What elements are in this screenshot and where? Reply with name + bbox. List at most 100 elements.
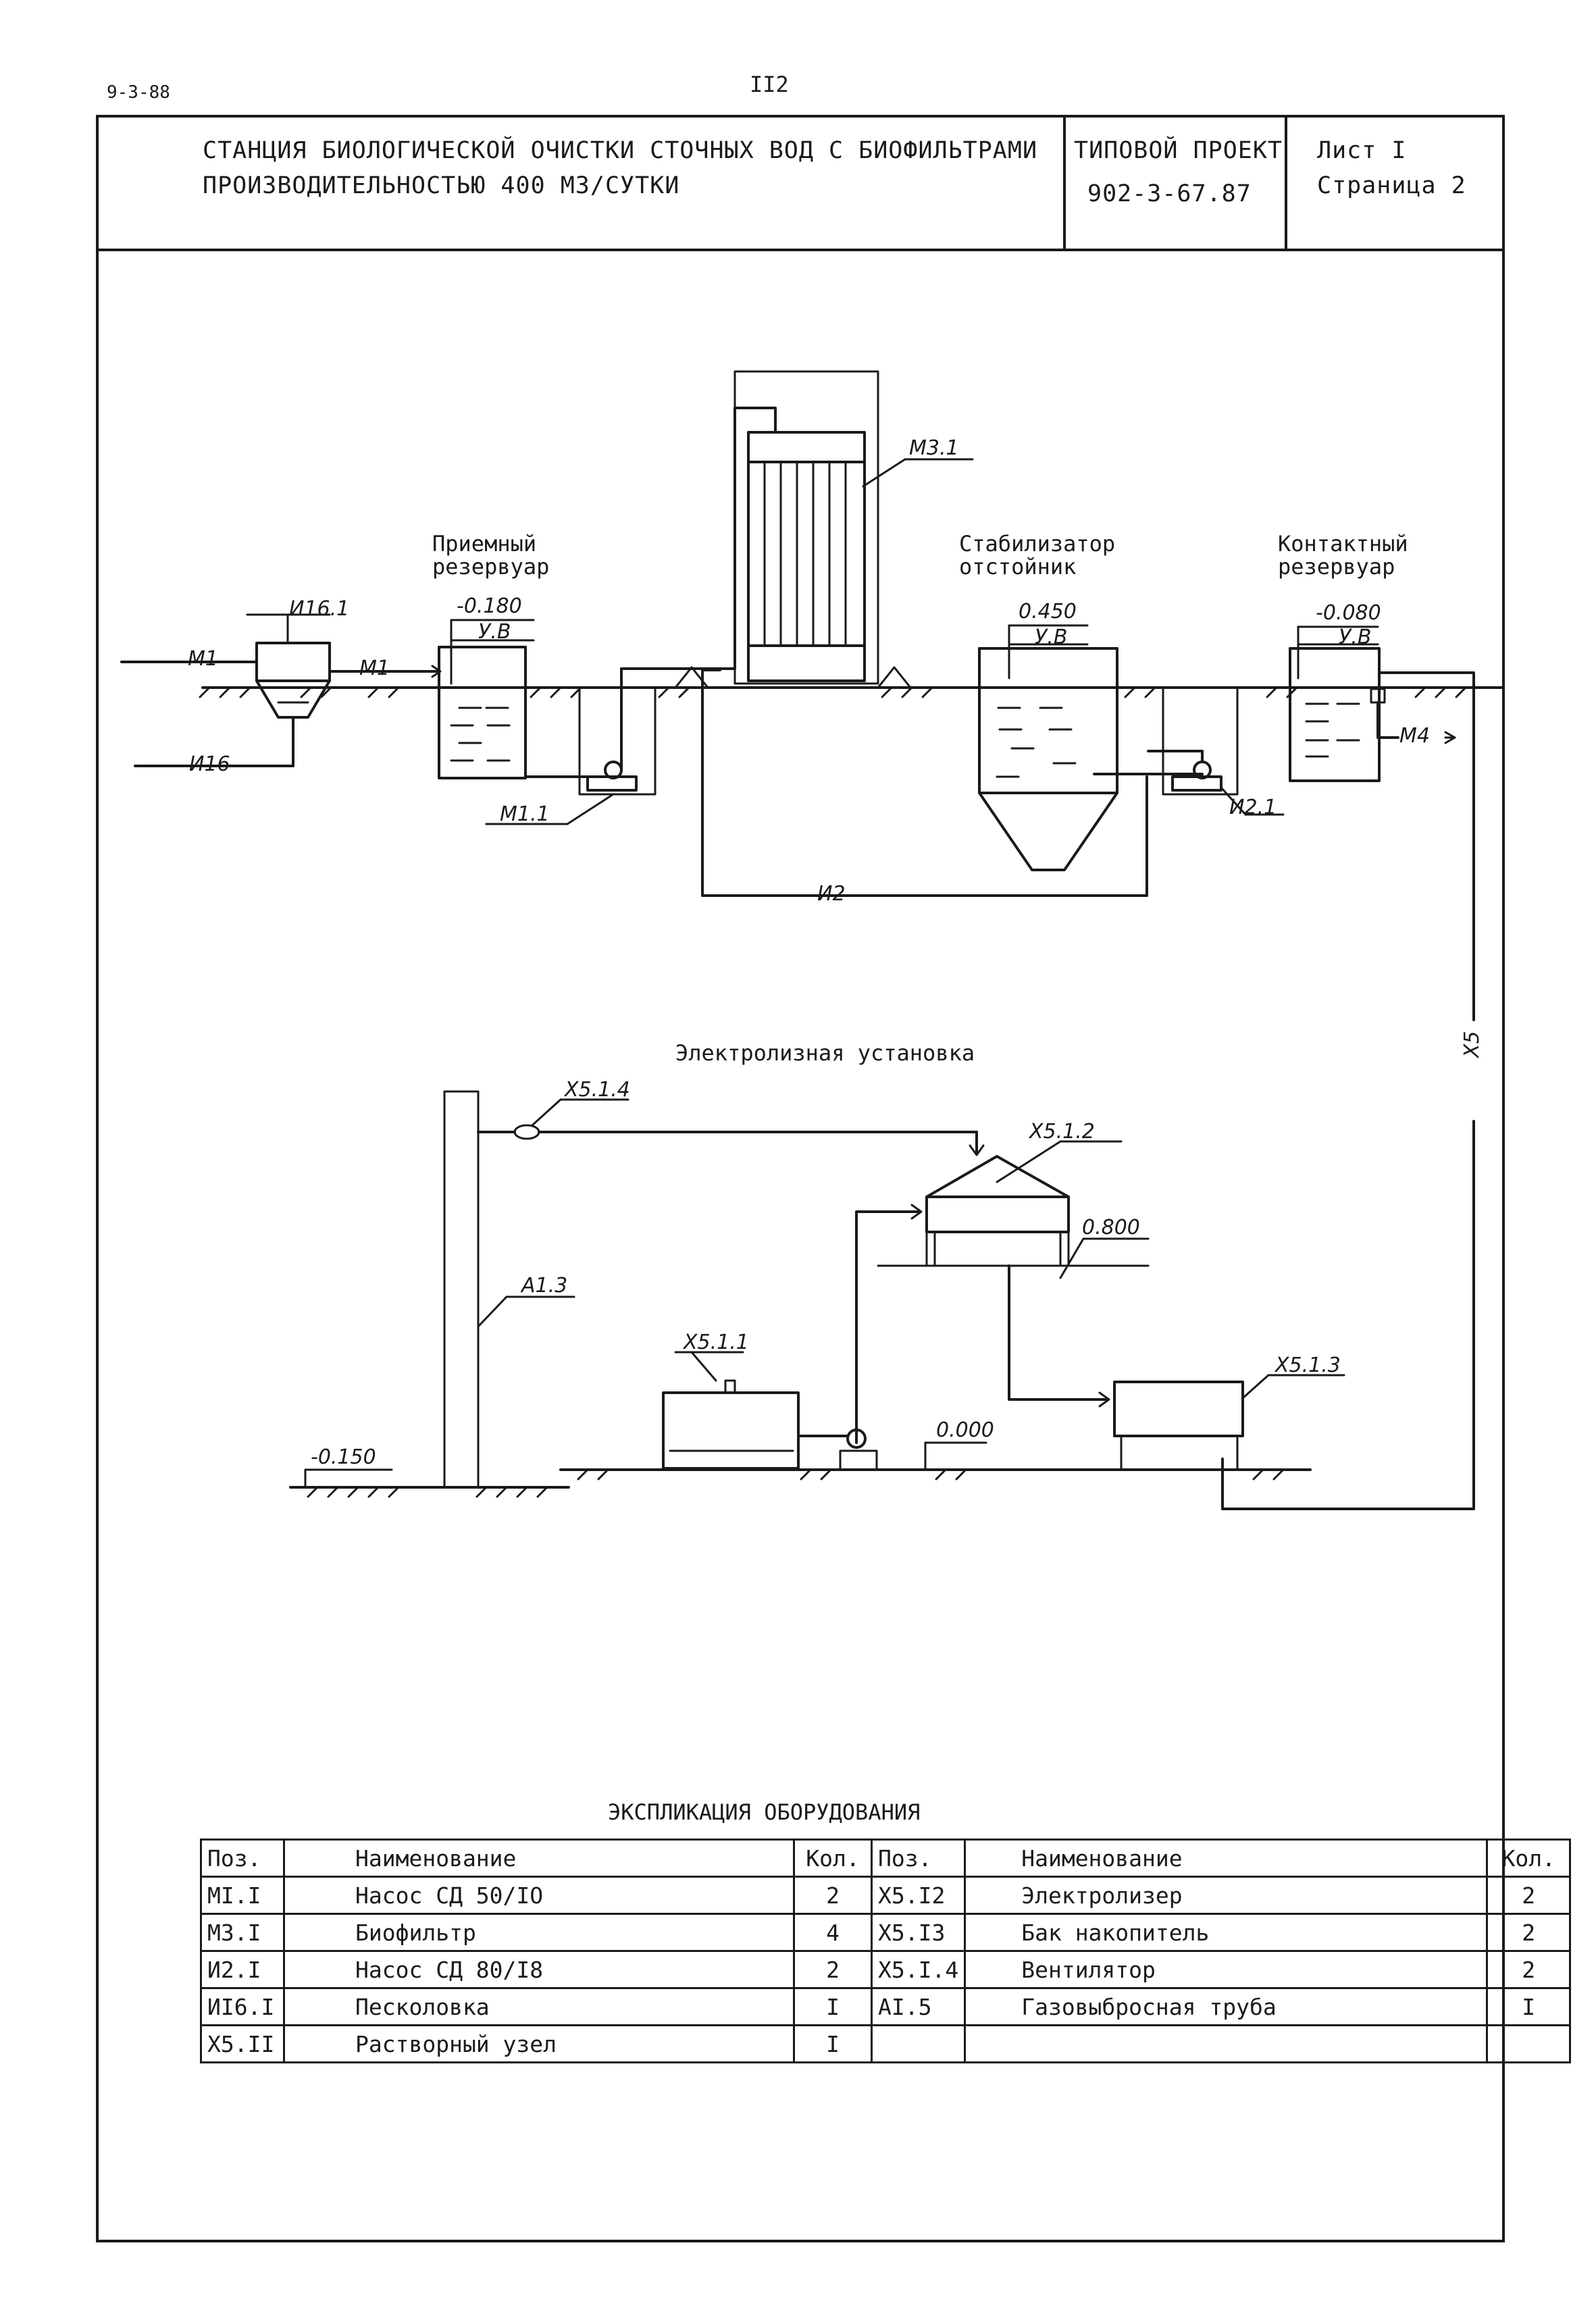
contact-tank-name-2: резервуар [1278, 554, 1395, 580]
cell-qty: 2 [793, 1876, 873, 1915]
contact-tank-level: -0.080 [1316, 601, 1381, 625]
cell-name: Песколовка [283, 1987, 795, 2026]
pump-m1-1-symbol [485, 667, 736, 825]
stabilizer-level: 0.450 [1019, 600, 1077, 623]
receiving-tank-name-1: Приемный [432, 531, 537, 557]
electrolysis-title: Электролизная установка [675, 1040, 975, 1066]
level-0800: 0.800 [1082, 1216, 1140, 1239]
biofilter-symbol [674, 370, 974, 689]
cell-name: Газовыбросная труба [964, 1987, 1489, 2026]
cell-pos: Х5.I.4 [870, 1950, 967, 1989]
receiving-tank-name-2: резервуар [432, 554, 550, 580]
contact-tank-water-mark: У.В [1339, 625, 1372, 649]
document-code: 9-3-88 [107, 82, 170, 103]
stabilizer-tank-symbol [978, 624, 1118, 871]
title-line-2: ПРОИЗВОДИТЕЛЬНОСТЬЮ 400 М3/СУТКИ [203, 172, 680, 199]
tag-i16-line: И16 [189, 752, 230, 776]
cell-name [964, 2024, 1489, 2063]
stabilizer-water-mark: У.В [1035, 625, 1068, 649]
cell-qty: 2 [1486, 1950, 1572, 1989]
x5-disinfection-pipe [1221, 1120, 1475, 1510]
cell-name: Насос СД 80/I8 [283, 1950, 795, 1989]
title-block-bottom-line [96, 249, 1505, 251]
header-pos-2: Поз. [870, 1839, 967, 1878]
stabilizer-name-2: отстойник [959, 554, 1077, 580]
header-name-2: Наименование [964, 1839, 1489, 1878]
header-qty-2: Кол. [1486, 1839, 1572, 1878]
table-row: Х5.II Растворный узел I [200, 2024, 1572, 2063]
title-block-divider-1 [1063, 115, 1066, 250]
electrolyzer-symbol [855, 1140, 1150, 1444]
cell-pos: Х5.I3 [870, 1913, 967, 1952]
tag-m1-middle: М1 [359, 657, 390, 680]
stabilizer-name-1: Стабилизатор [959, 531, 1116, 557]
title-block-divider-2 [1285, 115, 1287, 250]
tag-storage-tank: Х5.1.3 [1275, 1354, 1341, 1377]
tag-m4-outlet: М4 [1399, 724, 1430, 748]
storage-tank-symbol [1113, 1374, 1345, 1471]
cell-qty: 4 [793, 1913, 873, 1952]
receiving-tank-symbol [438, 619, 535, 779]
tag-pump-m1-1: М1.1 [500, 802, 550, 826]
table-row: М3.I Биофильтр 4 Х5.I3 Бак накопитель 2 [200, 1913, 1572, 1952]
i2-return-pipe [701, 669, 1148, 897]
cell-qty: 2 [1486, 1913, 1572, 1952]
level-0000: 0.000 [936, 1418, 994, 1442]
page-label: Страница 2 [1317, 172, 1466, 199]
drawing-frame [96, 115, 1505, 2242]
title-line-1: СТАНЦИЯ БИОЛОГИЧЕСКОЙ ОЧИСТКИ СТОЧНЫХ ВО… [203, 137, 1038, 164]
floor-lines [289, 1441, 1312, 1498]
cell-qty: 2 [793, 1950, 873, 1989]
cell-pos: Х5.I2 [870, 1876, 967, 1915]
table-header-row: Поз. Наименование Кол. Поз. Наименование… [200, 1839, 1572, 1878]
tag-fan: Х5.1.4 [565, 1078, 630, 1102]
cell-name: Биофильтр [283, 1913, 795, 1952]
project-label: ТИПОВОЙ ПРОЕКТ [1074, 137, 1283, 164]
cell-qty: I [793, 1987, 873, 2026]
project-number: 902-3-67.87 [1087, 180, 1252, 207]
tag-electrolyzer: Х5.1.2 [1029, 1120, 1095, 1143]
cell-name: Бак накопитель [964, 1913, 1489, 1952]
tag-biofilter: М3.1 [909, 436, 959, 460]
tag-solution-unit: Х5.1.1 [684, 1331, 749, 1354]
cell-qty [1486, 2024, 1572, 2063]
cell-pos [870, 2024, 967, 2063]
contact-tank-name-1: Контактный [1278, 531, 1408, 557]
cell-qty: I [1486, 1987, 1572, 2026]
receiving-tank-level: -0.180 [457, 594, 522, 618]
tag-i2-line: И2 [817, 882, 846, 906]
cell-pos: И2.I [200, 1950, 285, 1989]
contact-tank-symbol [1289, 625, 1475, 1021]
level-minus-0150: -0.150 [311, 1445, 376, 1469]
table-row: И2.I Насос СД 80/I8 2 Х5.I.4 Вентилятор … [200, 1950, 1572, 1989]
cell-qty: 2 [1486, 1876, 1572, 1915]
cell-pos: МI.I [200, 1876, 285, 1915]
cell-name: Электролизер [964, 1876, 1489, 1915]
cell-pos: АI.5 [870, 1987, 967, 2026]
cell-name: Растворный узел [283, 2024, 795, 2063]
table-row: МI.I Насос СД 50/IO 2 Х5.I2 Электролизер… [200, 1876, 1572, 1915]
cell-pos: ИI6.I [200, 1987, 285, 2026]
header-qty: Кол. [793, 1839, 873, 1878]
cell-pos: Х5.II [200, 2024, 285, 2063]
tag-pump-i2-1: И2.1 [1229, 796, 1277, 819]
pump-i2-1-symbol [1093, 686, 1285, 816]
equipment-table-title: ЭКСПЛИКАЦИЯ ОБОРУДОВАНИЯ [608, 1799, 921, 1825]
cell-qty: I [793, 2024, 873, 2063]
header-name: Наименование [283, 1839, 795, 1878]
fan-symbol [477, 1098, 985, 1156]
cell-name: Насос СД 50/IO [283, 1876, 795, 1915]
tag-x5-line: Х5 [1460, 1031, 1484, 1058]
cell-pos: М3.I [200, 1913, 285, 1952]
tag-sand-trap: И16.1 [289, 597, 350, 621]
tag-m1-inlet: М1 [188, 647, 218, 671]
table-row: ИI6.I Песколовка I АI.5 Газовыбросная тр… [200, 1987, 1572, 2026]
sheet-number: Лист I [1317, 137, 1407, 164]
header-pos: Поз. [200, 1839, 285, 1878]
page-number: II2 [750, 72, 789, 97]
equipment-table: Поз. Наименование Кол. Поз. Наименование… [200, 1839, 1572, 2063]
cell-name: Вентилятор [964, 1950, 1489, 1989]
tag-exhaust-stack: А1.3 [521, 1274, 568, 1297]
solution-unit-symbol [662, 1351, 878, 1471]
